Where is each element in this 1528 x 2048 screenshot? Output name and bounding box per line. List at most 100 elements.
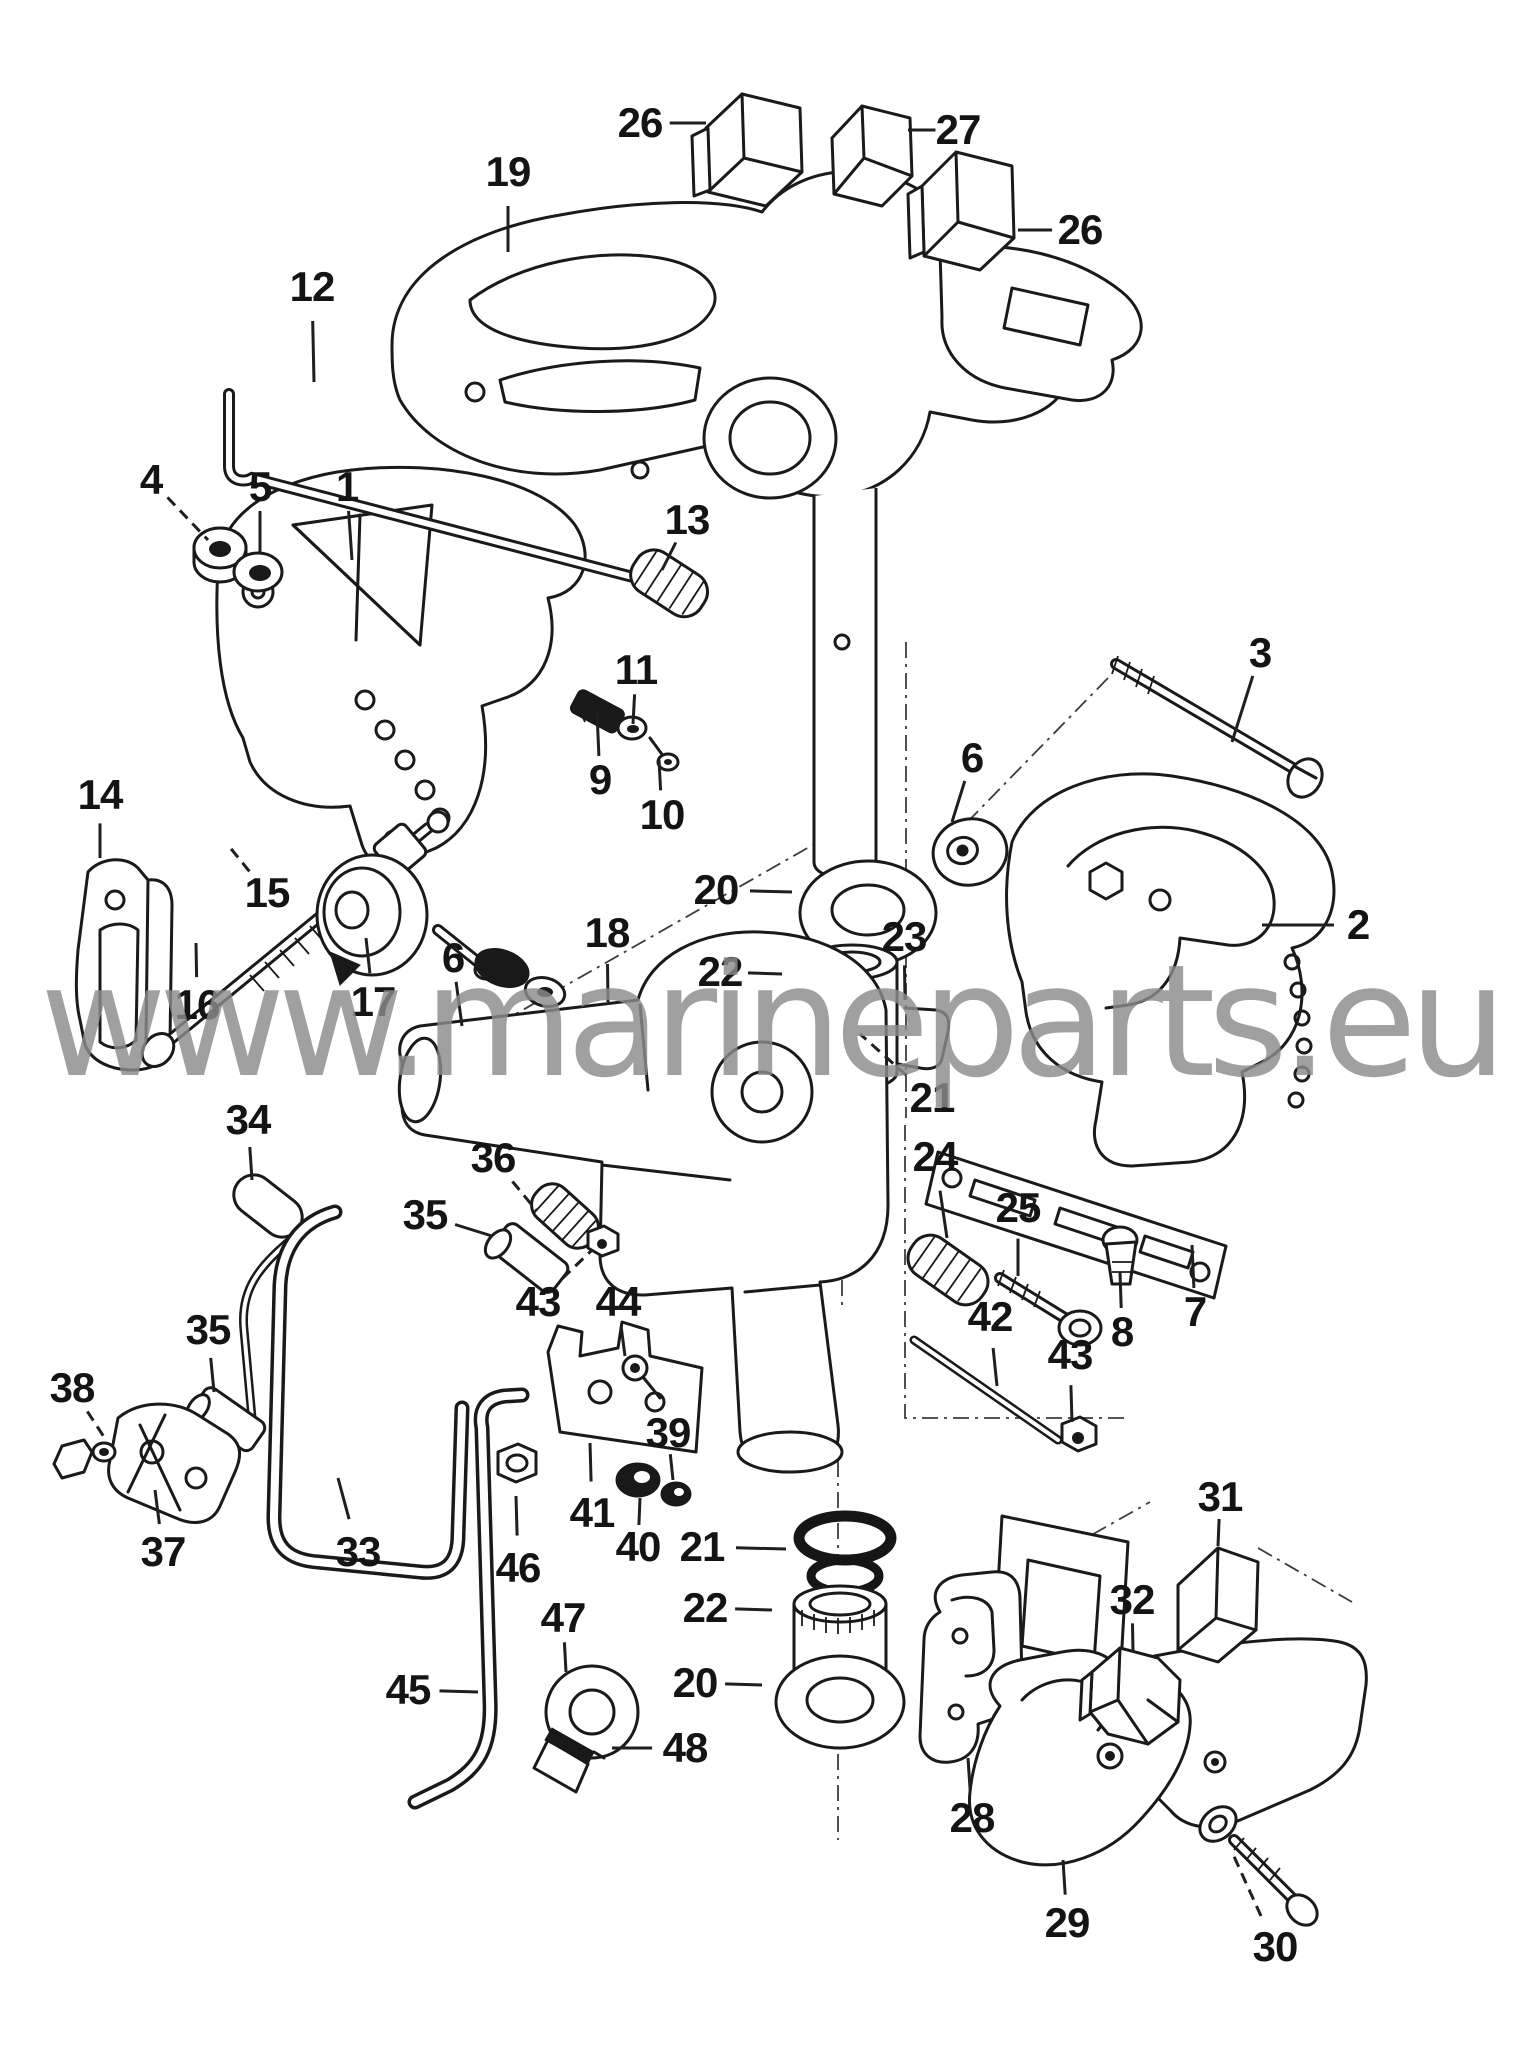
callout-leader	[166, 496, 210, 542]
thrust-disc-17	[315, 853, 429, 986]
swivel-ring-47	[532, 1664, 640, 1794]
part-callout: 38	[49, 1364, 96, 1411]
part-callout: 35	[185, 1306, 232, 1353]
link-rod-45	[407, 1387, 530, 1810]
part-callout: 32	[1109, 1576, 1156, 1623]
part-callout: 28	[949, 1794, 996, 1841]
callout-leader	[454, 981, 464, 1027]
part-callout: 6	[960, 734, 984, 781]
part-callout: 27	[935, 106, 982, 153]
screw-10	[648, 736, 680, 772]
callout-leader	[153, 1489, 161, 1525]
part-callout: 20	[672, 1659, 719, 1706]
part-callout: 13	[664, 496, 711, 543]
bolt-30	[1198, 1805, 1319, 1927]
callout-leader	[938, 1190, 949, 1239]
bolt-38	[52, 1438, 117, 1480]
part-callout: 21	[679, 1523, 726, 1570]
callout-leader	[311, 320, 316, 383]
part-callout: 39	[645, 1409, 692, 1456]
part-callout: 26	[617, 99, 664, 146]
callout-leader	[588, 1442, 593, 1482]
callout-leader	[660, 541, 678, 571]
part-callout: 22	[682, 1584, 729, 1631]
callout-leader	[749, 889, 793, 894]
washer-6-right	[931, 817, 1009, 887]
washer-5	[232, 551, 284, 593]
callout-leader	[606, 963, 610, 1003]
mount-cube-31	[1176, 1546, 1260, 1664]
link-rod-42	[909, 1335, 1063, 1445]
part-callout: 4	[139, 456, 163, 503]
callout-leader	[209, 1357, 216, 1393]
part-callout: 42	[967, 1293, 1014, 1340]
part-callout: 34	[225, 1096, 272, 1143]
lower-bushing-stack	[774, 1510, 906, 1750]
callout-leader	[950, 780, 967, 823]
part-callout: 22	[697, 948, 744, 995]
nut-43-left	[586, 1224, 620, 1258]
part-callout: 29	[1044, 1899, 1091, 1946]
part-callout: 33	[335, 1528, 382, 1575]
callout-leader	[735, 1546, 787, 1551]
part-callout: 15	[244, 869, 291, 916]
screw-44	[621, 1354, 662, 1400]
clamp-bolt	[1110, 655, 1324, 799]
callout-leader	[514, 1495, 519, 1536]
callout-leader	[226, 844, 251, 873]
part-callout: 8	[1110, 1308, 1134, 1355]
callout-leader	[561, 1248, 594, 1280]
callout-leader	[966, 1757, 972, 1792]
callout-leader	[511, 1180, 538, 1211]
callout-leader	[903, 965, 907, 1001]
tilt-rod-spring	[629, 548, 709, 619]
part-callout: 45	[385, 1666, 432, 1713]
swivel-housing	[397, 930, 890, 1474]
pin-35-upper	[483, 1222, 570, 1294]
set-screw-48	[544, 1727, 606, 1765]
grommet-40	[615, 1462, 661, 1498]
callout-leader	[347, 510, 354, 561]
callout-leader	[1230, 675, 1255, 743]
part-callout: 17	[350, 978, 397, 1025]
tilt-rod	[223, 388, 658, 588]
callout-leader	[1216, 1518, 1221, 1547]
pin-34	[232, 1173, 304, 1423]
callout-leader	[454, 1223, 493, 1238]
callout-leader	[637, 1497, 642, 1526]
part-callout: 2	[1346, 901, 1370, 948]
part-callout: 37	[140, 1528, 187, 1575]
callout-leader	[1118, 1271, 1123, 1309]
callout-leader	[1131, 1623, 1135, 1653]
callout-leader	[1061, 1859, 1067, 1895]
nut-46	[496, 1442, 538, 1484]
callout-leader	[1190, 1244, 1196, 1289]
callout-leader	[439, 1689, 479, 1694]
part-callout: 30	[1252, 1923, 1299, 1970]
detent-spring-36	[530, 1182, 600, 1250]
part-callout: 14	[77, 771, 124, 818]
reverse-lock-spring	[906, 1233, 990, 1307]
part-callout: 23	[881, 913, 928, 960]
part-callout: 47	[540, 1594, 587, 1641]
part-callout: 16	[174, 981, 221, 1028]
callout-leader	[364, 937, 372, 974]
callout-leader	[859, 1032, 908, 1077]
part-callout: 9	[588, 756, 612, 803]
anchor-bracket-37	[107, 1402, 242, 1524]
callout-leader	[735, 1607, 773, 1612]
part-callout: 1	[335, 463, 359, 510]
callout-leader	[194, 942, 199, 978]
part-callout: 44	[595, 1278, 642, 1325]
part-callout: 24	[912, 1133, 959, 1180]
part-callout: 26	[1057, 206, 1104, 253]
callout-leader	[668, 1454, 675, 1481]
callout-leader	[991, 1347, 999, 1387]
part-callout: 10	[639, 791, 686, 838]
upper-mount-rubber-right	[906, 150, 1016, 272]
part-callout: 5	[248, 463, 272, 510]
callout-leader	[562, 1642, 568, 1673]
part-callout: 40	[615, 1523, 662, 1570]
